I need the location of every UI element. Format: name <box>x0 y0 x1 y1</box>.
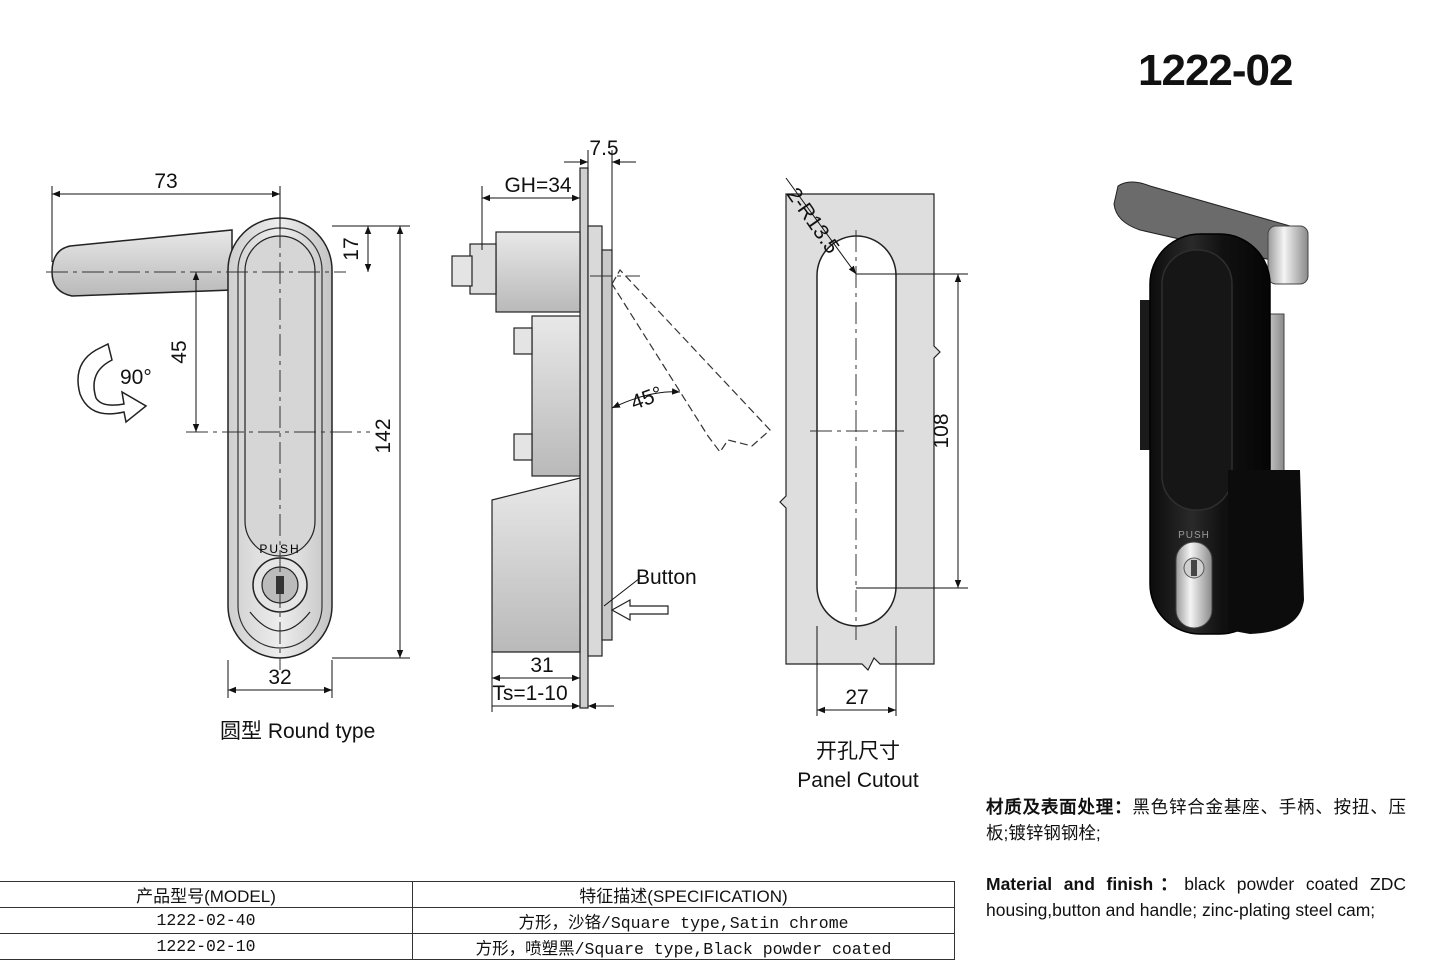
cutout-view: 108 2-R13.5 27 开孔尺寸 Panel Cutout <box>779 177 968 792</box>
header-model: 产品型号(MODEL) <box>0 881 413 908</box>
front-view: PUSH 73 17 45 142 32 90° 圆型 Round type <box>46 170 410 743</box>
dim-angle: 45° <box>628 382 666 414</box>
nut <box>451 255 473 287</box>
cell-model: 1222-02-40 <box>0 907 413 934</box>
dim-thickness: 7.5 <box>589 137 618 160</box>
dim-cutout-length: 108 <box>930 413 953 448</box>
material-zh-label: 材质及表面处理： <box>986 797 1133 817</box>
spec-table: 产品型号(MODEL) 特征描述(SPECIFICATION) 1222-02-… <box>0 881 955 960</box>
button-label: Button <box>636 566 697 589</box>
material-en: Material and finish：black powder coated … <box>986 871 1406 923</box>
dim-cutout-width: 27 <box>845 686 868 709</box>
dim-depth: 31 <box>530 654 553 677</box>
cutout-caption-zh: 开孔尺寸 <box>816 740 900 763</box>
table-row: 1222-02-10 方形，喷塑黑/Square type,Black powd… <box>0 933 955 960</box>
dim-gh: GH=34 <box>504 174 571 197</box>
dim-rotation: 90° <box>120 366 152 389</box>
model-number: 1222-02 <box>1138 46 1293 95</box>
dim-width: 73 <box>154 170 177 193</box>
lower-body <box>491 477 581 653</box>
cell-spec: 方形，喷塑黑/Square type,Black powder coated <box>412 933 955 960</box>
dim-height: 142 <box>372 418 395 453</box>
photo-lock <box>1175 541 1213 629</box>
table-row: 1222-02-40 方形，沙铬/Square type,Satin chrom… <box>0 907 955 934</box>
dim-pivot: 45 <box>168 340 191 363</box>
photo-cam <box>1267 225 1309 285</box>
material-zh: 材质及表面处理：黑色锌合金基座、手柄、按扭、压板;镀锌钢钢栓; <box>986 794 1406 846</box>
handle-lever <box>51 229 233 297</box>
rotation-arrow-icon <box>77 342 148 424</box>
cutout-caption-en: Panel Cutout <box>797 769 919 792</box>
material-en-label: Material and finish： <box>986 874 1185 894</box>
table-header-row: 产品型号(MODEL) 特征描述(SPECIFICATION) <box>0 881 955 908</box>
header-spec: 特征描述(SPECIFICATION) <box>412 881 955 908</box>
cell-model: 1222-02-10 <box>0 933 413 960</box>
handle-open-outline <box>611 268 771 454</box>
key-slot <box>276 576 284 594</box>
side-view: 45° 7.5 GH=34 Button 31 Ts=1-10 <box>451 137 771 712</box>
material-en-text: black powder coated ZDC housing,button a… <box>986 874 1406 920</box>
bracket-block <box>531 315 581 477</box>
dim-top: 17 <box>340 237 363 260</box>
product-photo: PUSH <box>1113 181 1309 635</box>
front-caption: 圆型 Round type <box>220 720 375 743</box>
material-zh-text: 黑色锌合金基座、手柄、按扭、压板;镀锌钢钢栓; <box>986 797 1407 843</box>
dim-bottom: 32 <box>268 666 291 689</box>
panel-plate <box>579 167 589 709</box>
dim-ts: Ts=1-10 <box>492 682 567 705</box>
button-arrow-icon <box>610 598 669 622</box>
cell-spec: 方形，沙铬/Square type,Satin chrome <box>412 907 955 934</box>
photo-push-label: PUSH <box>1178 530 1210 541</box>
push-label: PUSH <box>259 542 300 556</box>
cam-shaft <box>495 231 581 313</box>
